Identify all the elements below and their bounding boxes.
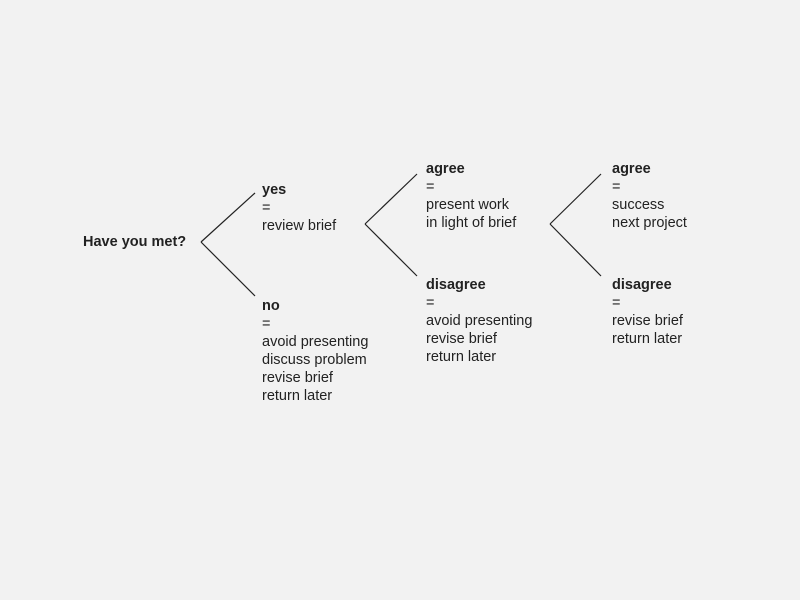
node-disagree-first-line: avoid presenting	[426, 313, 533, 329]
branch-line-agree-agree	[549, 173, 602, 225]
branch-line-root-yes	[200, 192, 256, 243]
node-agree-second-line: next project	[612, 215, 687, 231]
node-no-line: return later	[262, 388, 333, 404]
node-no-line: revise brief	[262, 370, 333, 386]
branch-line-yes-disagree	[364, 223, 418, 277]
node-disagree-first-line: revise brief	[426, 331, 497, 347]
node-no: no = avoid presenting discuss problem re…	[262, 297, 368, 405]
node-no-heading: no	[262, 298, 280, 314]
node-agree-first-line: in light of brief	[426, 215, 517, 231]
node-agree-second-line: success	[612, 197, 665, 213]
node-yes-line: review brief	[262, 218, 337, 234]
branch-line-yes-agree	[364, 173, 418, 225]
node-disagree-first-line: =	[426, 295, 435, 311]
node-disagree-first-heading: disagree	[426, 277, 486, 293]
node-disagree-second-line: return later	[612, 331, 683, 347]
node-agree-second-line: =	[612, 179, 621, 195]
node-agree-first-line: =	[426, 179, 435, 195]
node-disagree-second: disagree = revise brief return later	[612, 276, 683, 348]
node-disagree-second-line: =	[612, 295, 621, 311]
node-disagree-second-heading: disagree	[612, 277, 672, 293]
node-agree-first: agree = present work in light of brief	[426, 160, 516, 232]
node-disagree-first: disagree = avoid presenting revise brief…	[426, 276, 532, 366]
root-question: Have you met?	[83, 234, 187, 250]
node-agree-first-line: present work	[426, 197, 510, 213]
node-agree-second: agree = success next project	[612, 160, 687, 232]
node-no-line: discuss problem	[262, 352, 367, 368]
node-yes-line: =	[262, 200, 271, 216]
node-agree-second-heading: agree	[612, 161, 651, 177]
node-disagree-first-line: return later	[426, 349, 497, 365]
node-agree-first-heading: agree	[426, 161, 465, 177]
branch-line-root-no	[200, 241, 256, 297]
node-yes-heading: yes	[262, 182, 287, 198]
node-yes: yes = review brief	[262, 181, 336, 235]
node-no-line: =	[262, 316, 271, 332]
node-disagree-second-line: revise brief	[612, 313, 683, 329]
node-no-line: avoid presenting	[262, 334, 369, 350]
branch-line-agree-disagree	[549, 223, 602, 277]
